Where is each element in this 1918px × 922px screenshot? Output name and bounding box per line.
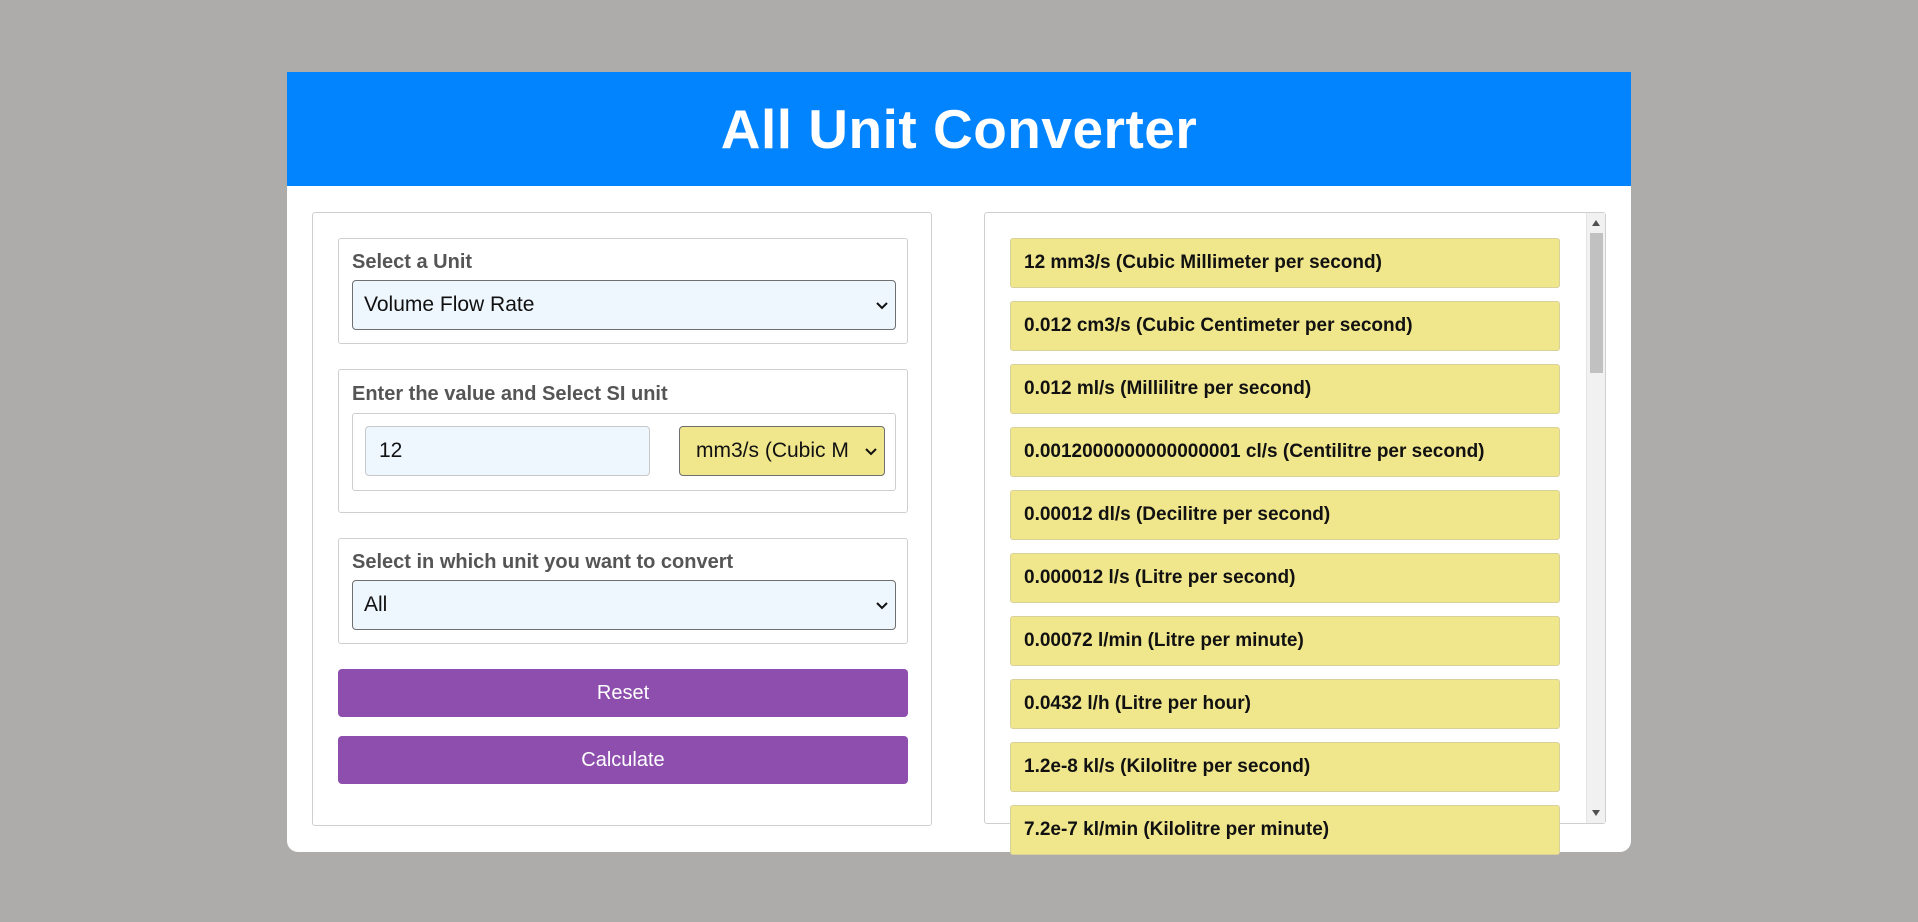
chevron-down-icon [876, 602, 888, 610]
header-bar: All Unit Converter [287, 72, 1631, 186]
value-input[interactable]: 12 [365, 426, 650, 476]
value-label: Enter the value and Select SI unit [352, 383, 668, 405]
si-unit-select-value: mm3/s (Cubic M [696, 439, 849, 462]
scroll-up-icon[interactable] [1592, 220, 1600, 226]
converter-card: All Unit Converter Select a Unit Volume … [287, 72, 1631, 855]
convert-to-select-value: All [364, 593, 388, 616]
unit-type-label: Select a Unit [352, 251, 473, 273]
results-panel[interactable]: 12 mm3/s (Cubic Millimeter per second) 0.… [984, 212, 1606, 855]
result-item: 1.2e-8 kl/s (Kilolitre per second) [1010, 742, 1560, 792]
convert-to-group: Select in which unit you want to convert… [338, 538, 908, 644]
chevron-down-icon [865, 448, 877, 456]
result-item: 0.000012 l/s (Litre per second) [1010, 553, 1560, 603]
value-input-row: 12 mm3/s (Cubic M [352, 413, 896, 491]
si-unit-select[interactable]: mm3/s (Cubic M [679, 426, 885, 476]
reset-button[interactable]: Reset [338, 669, 908, 717]
result-item: 7.2e-7 kl/min (Kilolitre per minute) [1010, 805, 1560, 855]
results-list: 12 mm3/s (Cubic Millimeter per second) 0.… [1010, 238, 1560, 868]
scroll-thumb[interactable] [1590, 233, 1603, 373]
calculate-button[interactable]: Calculate [338, 736, 908, 784]
result-item: 0.012 ml/s (Millilitre per second) [1010, 364, 1560, 414]
unit-type-select-value: Volume Flow Rate [364, 293, 535, 316]
page-title: All Unit Converter [720, 98, 1198, 160]
unit-type-select[interactable]: Volume Flow Rate [352, 280, 896, 330]
result-item: 0.0012000000000000001 cl/s (Centilitre p… [1010, 427, 1560, 477]
result-item: 0.00072 l/min (Litre per minute) [1010, 616, 1560, 666]
result-item: 0.0432 l/h (Litre per hour) [1010, 679, 1560, 729]
value-group: Enter the value and Select SI unit 12 mm… [338, 369, 908, 513]
result-item: 0.00012 dl/s (Decilitre per second) [1010, 490, 1560, 540]
scroll-down-icon[interactable] [1592, 810, 1600, 816]
chevron-down-icon [876, 302, 888, 310]
unit-type-group: Select a Unit Volume Flow Rate [338, 238, 908, 344]
convert-to-select[interactable]: All [352, 580, 896, 630]
value-input-text: 12 [379, 439, 403, 462]
results-scrollbar[interactable] [1586, 213, 1605, 823]
result-item: 12 mm3/s (Cubic Millimeter per second) [1010, 238, 1560, 288]
result-item: 0.012 cm3/s (Cubic Centimeter per second… [1010, 301, 1560, 351]
input-panel: Select a Unit Volume Flow Rate Enter the… [312, 212, 932, 826]
convert-to-label: Select in which unit you want to convert [352, 551, 734, 573]
